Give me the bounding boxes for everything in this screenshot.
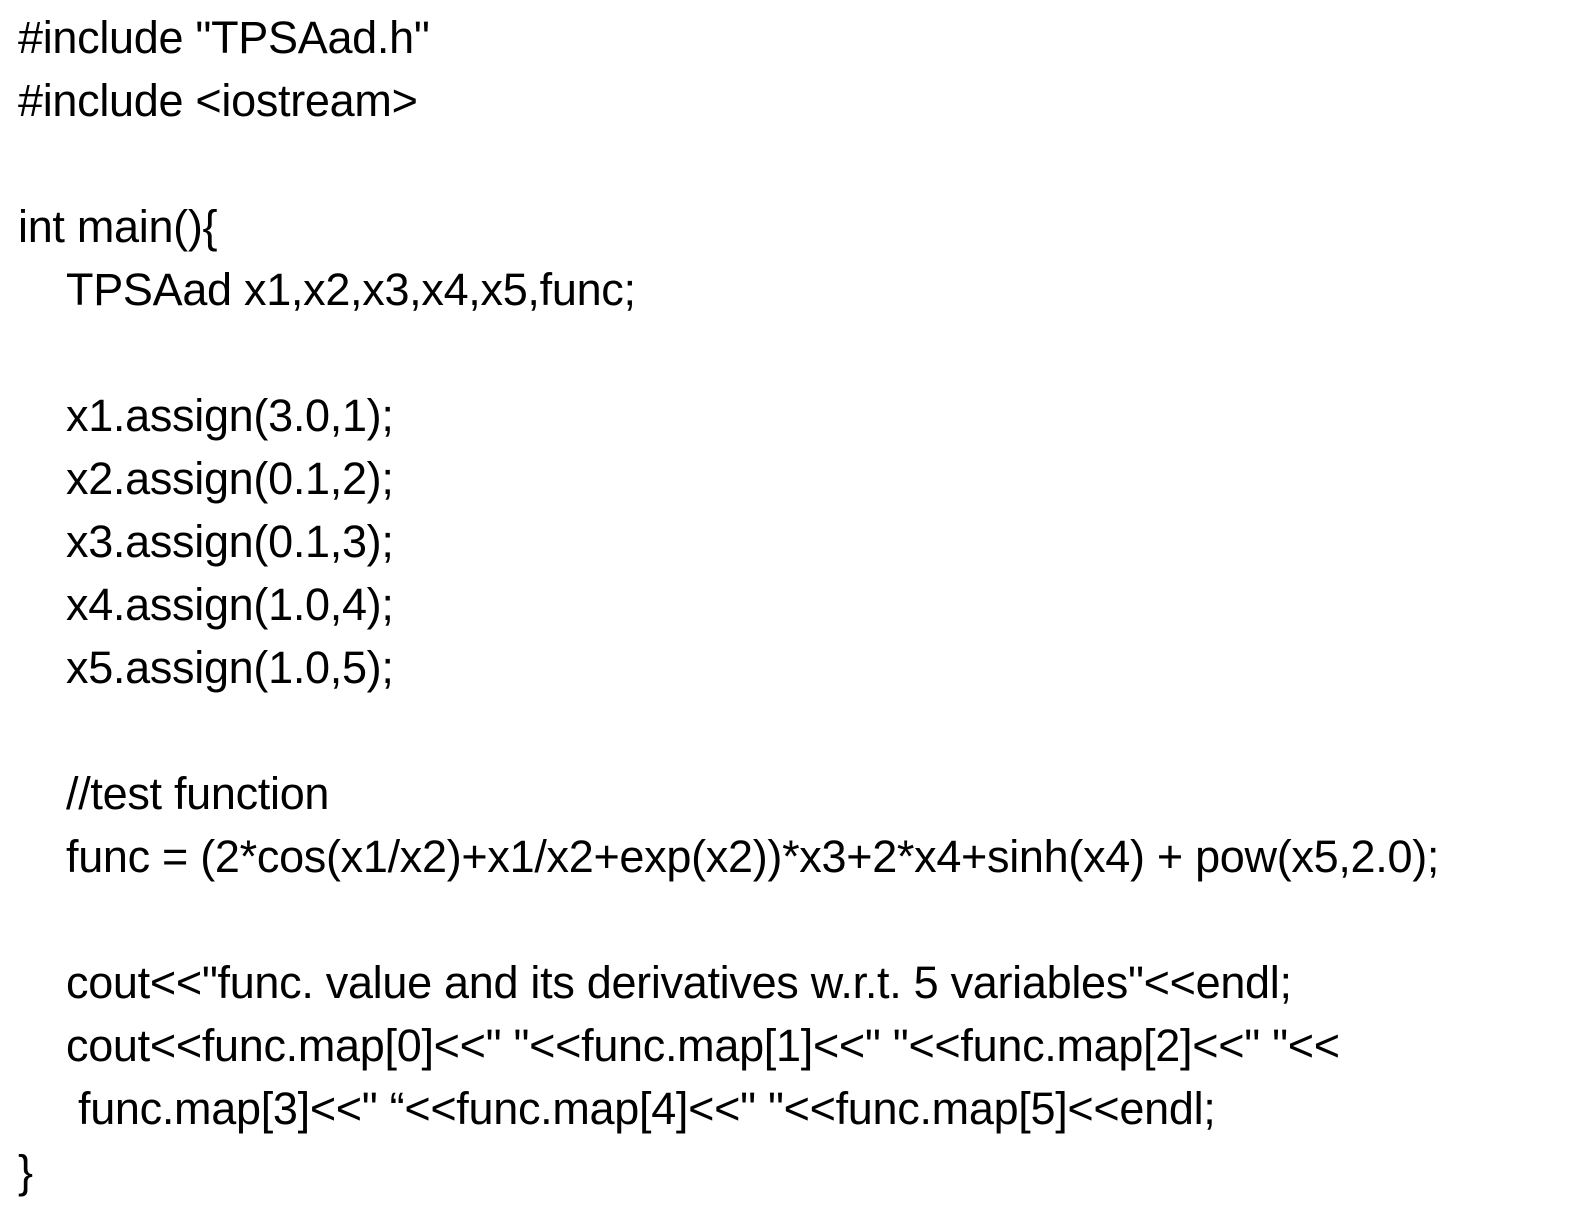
code-line-assign-x3: x3.assign(0.1,3); [66, 516, 394, 567]
code-line-closing-brace: } [18, 1146, 33, 1197]
code-line-function-definition: func = (2*cos(x1/x2)+x1/x2+exp(x2))*x3+2… [66, 831, 1440, 882]
code-line-main-signature: int main(){ [18, 201, 218, 252]
code-line-cout-map-part1: cout<<func.map[0]<<" "<<func.map[1]<<" "… [66, 1020, 1340, 1071]
code-line-include-iostream: #include <iostream> [18, 75, 418, 126]
code-line-blank [18, 132, 1588, 195]
code-line-blank [18, 321, 1588, 384]
code-line-cout-header: cout<<"func. value and its derivatives w… [66, 957, 1292, 1008]
code-line-blank [18, 699, 1588, 762]
code-line-blank [18, 888, 1588, 951]
code-line-comment: //test function [66, 768, 330, 819]
code-listing: #include "TPSAad.h" #include <iostream> … [18, 6, 1588, 1203]
code-line-include-tpsaad: #include "TPSAad.h" [18, 12, 430, 63]
code-line-assign-x5: x5.assign(1.0,5); [66, 642, 394, 693]
code-line-cout-map-part2: func.map[3]<<" “<<func.map[4]<<" "<<func… [78, 1083, 1216, 1134]
code-line-assign-x1: x1.assign(3.0,1); [66, 390, 394, 441]
code-line-assign-x2: x2.assign(0.1,2); [66, 453, 394, 504]
code-line-assign-x4: x4.assign(1.0,4); [66, 579, 394, 630]
code-line-declaration: TPSAad x1,x2,x3,x4,x5,func; [66, 264, 636, 315]
